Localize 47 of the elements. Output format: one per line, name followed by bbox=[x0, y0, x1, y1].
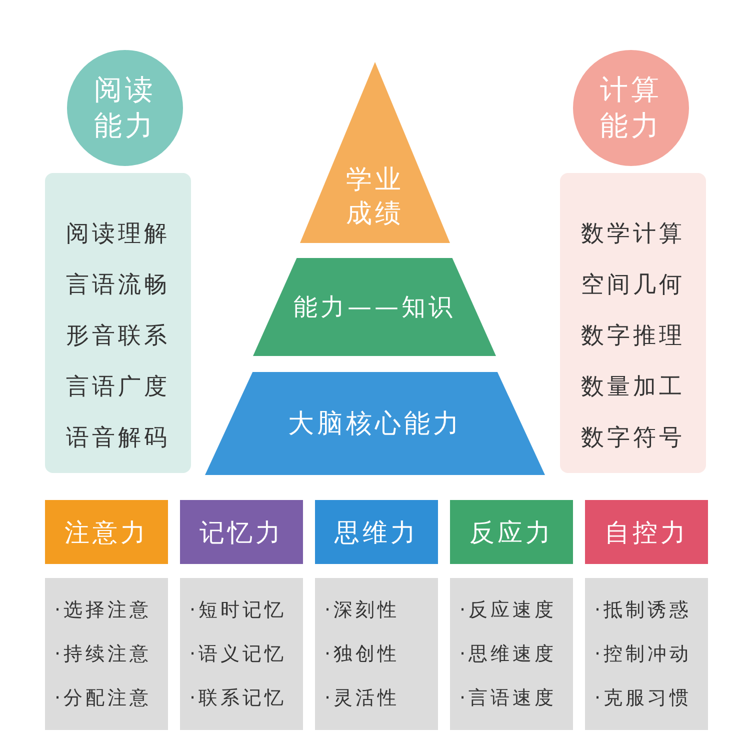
list-item: ·抵制诱惑 bbox=[594, 598, 693, 623]
item-panel bbox=[45, 578, 168, 730]
list-item: 言语广度 bbox=[66, 373, 170, 402]
list-item: ·独创性 bbox=[324, 642, 401, 667]
list-item: ·短时记忆 bbox=[190, 598, 288, 623]
category-header bbox=[315, 500, 438, 564]
list-item: 言语流畅 bbox=[66, 271, 170, 300]
list-item: ·言语速度 bbox=[460, 686, 558, 711]
header-text: 思维力 bbox=[334, 516, 418, 548]
header-text: 记忆力 bbox=[200, 516, 284, 548]
item-panel bbox=[315, 578, 438, 730]
header-text: 反应力 bbox=[470, 516, 554, 548]
tier-label: 能力——知识 bbox=[294, 292, 456, 323]
item-panel bbox=[585, 578, 708, 730]
header-text: 注意力 bbox=[64, 516, 148, 548]
list-panel bbox=[560, 173, 706, 473]
item-panel bbox=[180, 578, 303, 730]
list-item: 数字符号 bbox=[581, 424, 685, 453]
list-item: 数字推理 bbox=[581, 322, 685, 351]
heading-text: 阅读能力 bbox=[93, 72, 157, 144]
header-text: 自控力 bbox=[604, 516, 688, 548]
tier-label: 大脑核心能力 bbox=[288, 408, 462, 441]
item-panel bbox=[450, 578, 573, 730]
list-item: ·控制冲动 bbox=[594, 642, 693, 667]
category-header bbox=[45, 500, 168, 564]
list-item: ·持续注意 bbox=[54, 642, 153, 667]
list-item: 语音解码 bbox=[66, 424, 170, 453]
list-item: 数量加工 bbox=[581, 373, 685, 402]
category-header bbox=[585, 500, 708, 564]
tier-label: 学业成绩 bbox=[345, 164, 405, 230]
list-item: ·反应速度 bbox=[460, 598, 558, 623]
list-item: ·克服习惯 bbox=[594, 686, 693, 711]
category-header bbox=[450, 500, 573, 564]
list-item: 形音联系 bbox=[66, 322, 170, 351]
list-item: ·语义记忆 bbox=[190, 642, 288, 667]
list-panel bbox=[45, 173, 191, 473]
list-item: 空间几何 bbox=[581, 271, 685, 300]
category-header bbox=[180, 500, 303, 564]
list-item: ·灵活性 bbox=[324, 686, 401, 711]
list-item: ·分配注意 bbox=[54, 686, 153, 711]
list-item: ·联系记忆 bbox=[190, 686, 288, 711]
heading-text: 计算能力 bbox=[599, 72, 663, 144]
list-item: ·深刻性 bbox=[324, 598, 401, 623]
list-item: ·思维速度 bbox=[460, 642, 558, 667]
list-item: ·选择注意 bbox=[54, 598, 153, 623]
list-item: 数学计算 bbox=[581, 220, 685, 249]
list-item: 阅读理解 bbox=[66, 220, 170, 249]
